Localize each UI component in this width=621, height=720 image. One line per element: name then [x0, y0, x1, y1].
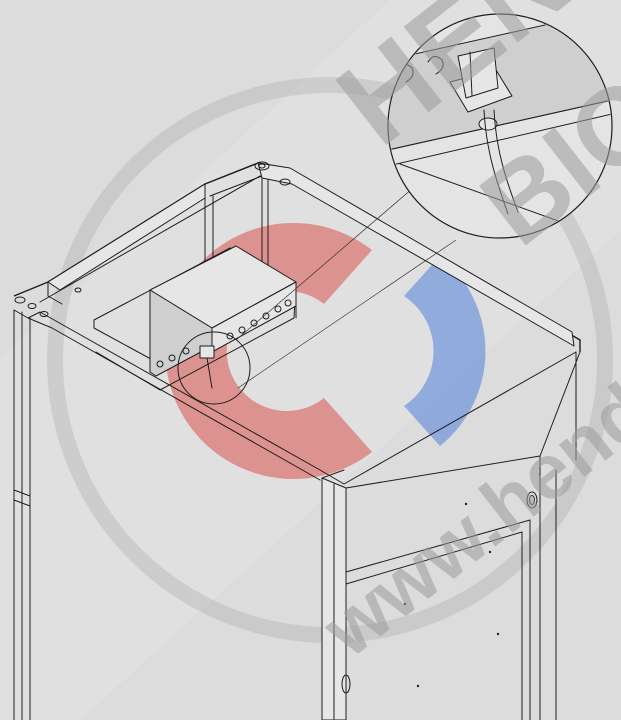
callout-leader	[235, 181, 421, 341]
screw-dot	[403, 602, 407, 606]
side-port	[526, 491, 538, 509]
small-connector	[199, 345, 215, 359]
detail-view	[387, 13, 613, 239]
detail-callout-circle	[177, 331, 251, 405]
detail-cable	[483, 109, 519, 215]
bolt-hole-back	[254, 161, 270, 171]
rim-front-edge	[13, 309, 577, 485]
inner-door-frame	[345, 519, 531, 720]
cabinet	[13, 161, 581, 720]
detail-connector-plug	[457, 47, 499, 99]
latch	[341, 674, 351, 694]
bolt-hole-left	[14, 296, 26, 304]
bolt-hole-right	[279, 178, 291, 186]
logo-right-arc	[404, 256, 486, 446]
control-box-front	[149, 289, 213, 377]
box-holes	[156, 299, 292, 368]
